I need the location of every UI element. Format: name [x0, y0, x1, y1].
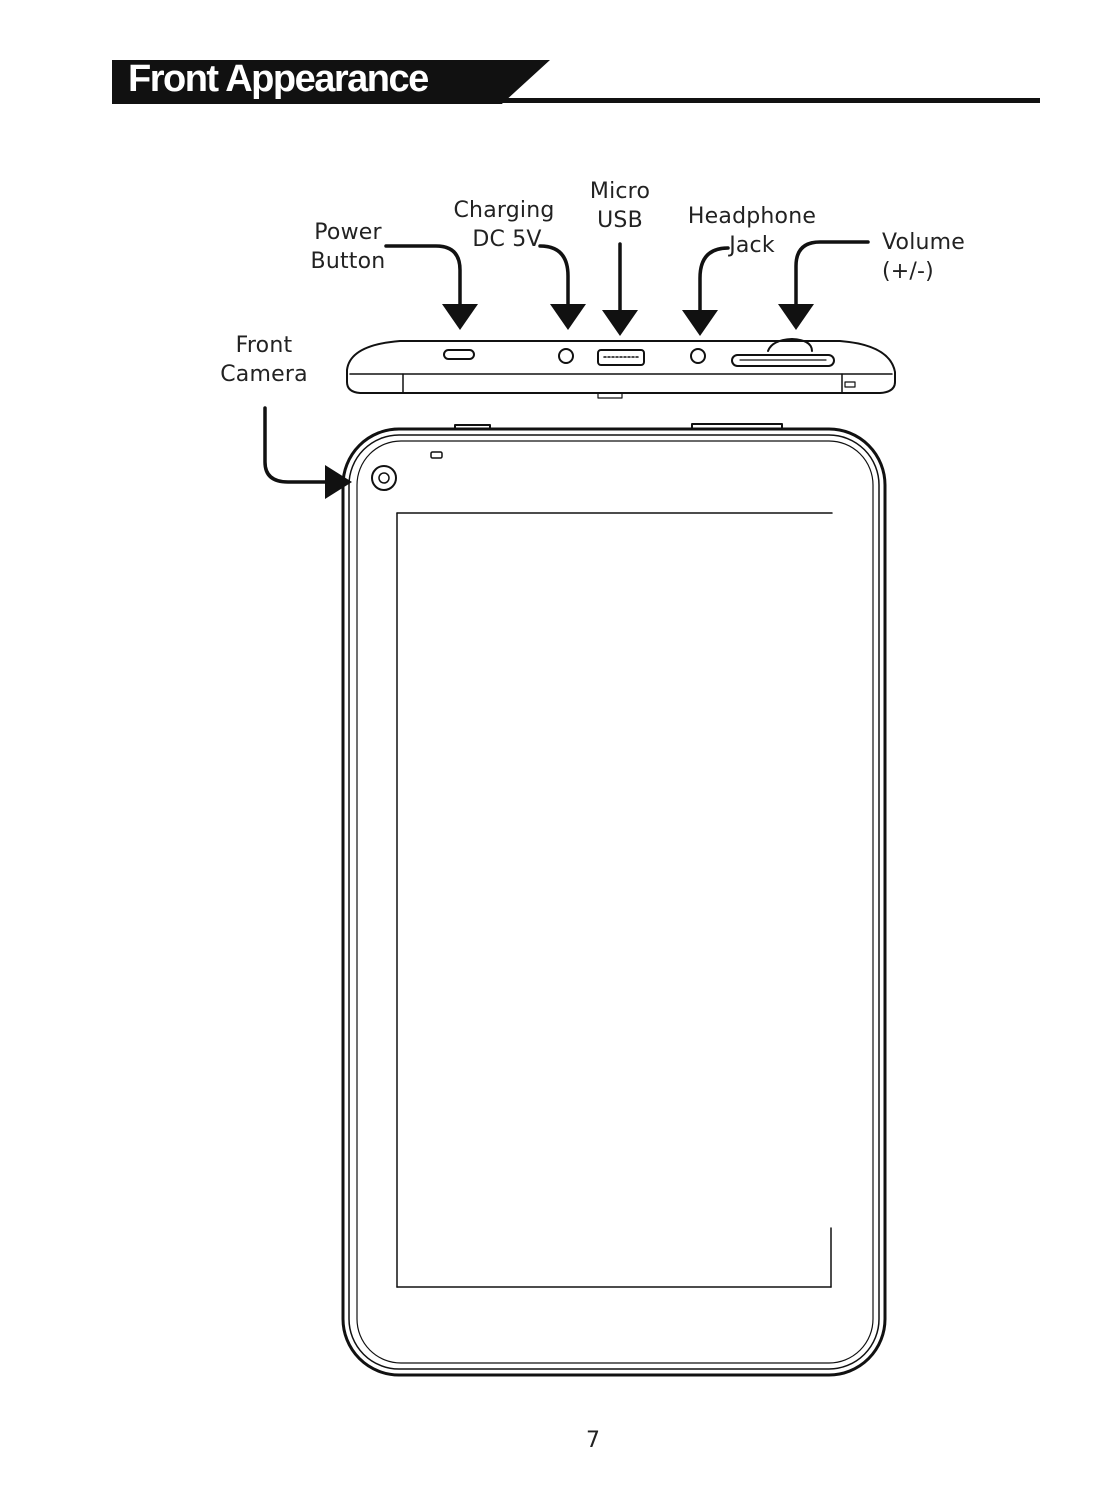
headphone-port	[691, 349, 705, 363]
volume-arrowhead	[778, 304, 814, 330]
power-button-slot	[444, 350, 474, 359]
power-arrowhead	[442, 304, 478, 330]
charging-arrowhead	[550, 304, 586, 330]
charging-port	[559, 349, 573, 363]
headphone-arrow-line	[700, 248, 728, 314]
volume-arrow-line	[796, 242, 868, 308]
page-number: 7	[569, 1428, 617, 1453]
tablet-screen	[397, 513, 832, 1287]
tablet-front-body	[343, 424, 885, 1375]
light-sensor	[431, 452, 442, 458]
charging-arrow-line	[540, 246, 568, 308]
tablet-top-edge	[347, 339, 895, 398]
micro-usb-arrowhead	[602, 310, 638, 336]
headphone-arrowhead	[682, 310, 718, 336]
camera-arrow-line	[265, 408, 330, 482]
camera-arrowhead	[325, 465, 352, 499]
front-camera-lens-inner	[379, 473, 389, 483]
callout-arrowheads	[325, 304, 814, 499]
front-camera-lens-outer	[372, 466, 396, 490]
power-arrow-line	[386, 246, 460, 308]
